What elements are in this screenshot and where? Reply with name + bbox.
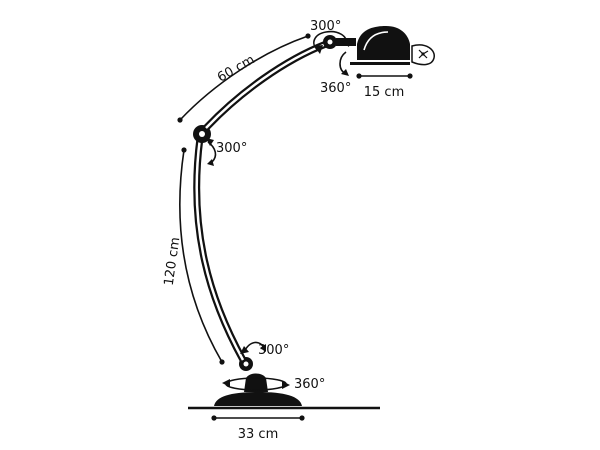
upper-arm (203, 40, 328, 131)
base-width-label: 33 cm (238, 427, 279, 442)
lower-arm-dimension-line (179, 147, 225, 365)
elbow-joint-label: 300° (216, 141, 247, 156)
base-swivel-label: 360° (294, 377, 325, 392)
base-swivel-rotation-icon (222, 377, 290, 391)
lamp-shade (357, 26, 410, 60)
shade-width-dimension-line (356, 73, 413, 79)
upper-arm-dimension-line (177, 33, 311, 123)
lower-arm-length-label: 120 cm (162, 236, 184, 286)
elbow-rotation-icon (206, 138, 217, 166)
base-width-dimension-line (211, 415, 305, 421)
base-joint-label: 300° (258, 343, 289, 358)
shade-tilt-rotation-icon (313, 30, 350, 54)
bulb-socket-icon (411, 44, 435, 66)
shade-swivel-label: 360° (320, 81, 351, 96)
base-joint-rotation-icon (240, 341, 266, 354)
base-joint-pin (243, 361, 249, 367)
shade-width-label: 15 cm (364, 85, 405, 100)
lamp-base (214, 392, 302, 406)
shade-tilt-label: 300° (310, 19, 341, 34)
upper-arm-length-label: 60 cm (215, 52, 258, 85)
shade-swivel-rotation-icon (339, 51, 349, 76)
